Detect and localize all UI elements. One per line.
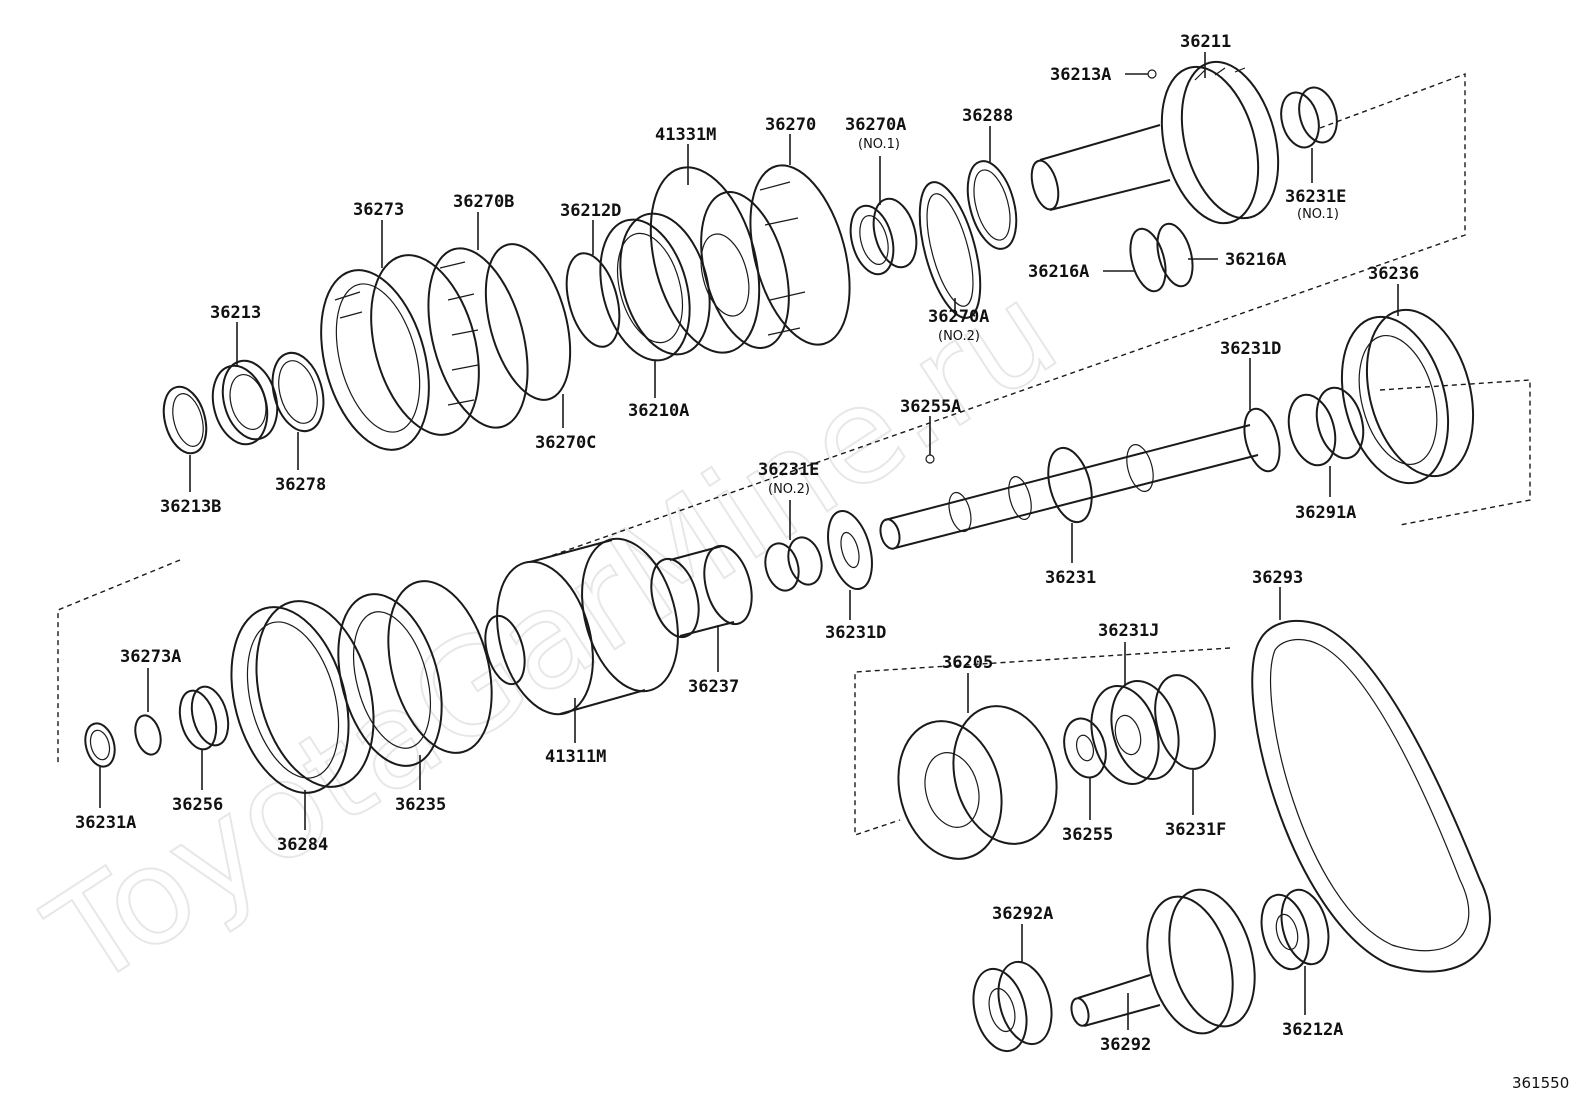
part-36270-planetary-carrier bbox=[700, 164, 851, 349]
group-outline-right bbox=[1379, 379, 1531, 526]
label-36216A-left: 36216A bbox=[1028, 262, 1089, 282]
label-36213: 36213 bbox=[210, 303, 261, 323]
part-36231-output-shaft bbox=[879, 424, 1259, 550]
label-36213A: 36213A bbox=[1050, 65, 1111, 85]
part-36212A-bearing bbox=[1260, 888, 1330, 971]
group-outline-middle bbox=[57, 559, 181, 765]
label-36270A-no2: 36270A bbox=[928, 307, 989, 327]
label-36293: 36293 bbox=[1252, 568, 1303, 588]
part-36291A-bearing bbox=[1287, 386, 1365, 467]
part-36278-washer bbox=[271, 351, 325, 433]
label-41331M: 41331M bbox=[655, 125, 716, 145]
label-36236: 36236 bbox=[1368, 264, 1419, 284]
label-36216A-right: 36216A bbox=[1225, 250, 1286, 270]
label-36292: 36292 bbox=[1100, 1035, 1151, 1055]
label-36255A: 36255A bbox=[900, 397, 961, 417]
part-36231D-washer-lower bbox=[827, 510, 873, 590]
part-36205-gear bbox=[897, 705, 1058, 860]
label-36231E-no1-sub: (NO.1) bbox=[1297, 207, 1339, 222]
label-36212A: 36212A bbox=[1282, 1020, 1343, 1040]
label-36231E-no1: 36231E bbox=[1285, 187, 1346, 207]
label-36273A: 36273A bbox=[120, 647, 181, 667]
label-36291A: 36291A bbox=[1295, 503, 1356, 523]
part-41311M-carrier-drum bbox=[484, 537, 679, 716]
label-36270: 36270 bbox=[765, 115, 816, 135]
label-36284: 36284 bbox=[277, 835, 328, 855]
label-36231E-no2-sub: (NO.2) bbox=[768, 482, 810, 497]
label-36256: 36256 bbox=[172, 795, 223, 815]
part-36293-drive-chain bbox=[1251, 620, 1491, 973]
part-36213-bearing bbox=[211, 359, 279, 446]
group-outline-lower bbox=[854, 647, 1231, 836]
label-36270A-no1-sub: (NO.1) bbox=[858, 137, 900, 152]
part-36231D-washer-upper bbox=[1243, 407, 1281, 473]
label-36292A: 36292A bbox=[992, 904, 1053, 924]
part-36211-gear-shaft bbox=[1030, 60, 1280, 225]
leader-lines bbox=[99, 52, 1399, 1030]
label-36231F: 36231F bbox=[1165, 820, 1226, 840]
part-36288-washer bbox=[966, 160, 1018, 250]
label-36237: 36237 bbox=[688, 677, 739, 697]
label-41311M: 41311M bbox=[545, 747, 606, 767]
watermark-text: ToyotaGarMine.ru bbox=[23, 254, 1083, 1017]
label-36205: 36205 bbox=[942, 653, 993, 673]
label-36270A-no2-sub: (NO.2) bbox=[938, 329, 980, 344]
label-36270B: 36270B bbox=[453, 192, 514, 212]
label-36270C: 36270C bbox=[535, 433, 596, 453]
part-36270B-snap-ring bbox=[427, 247, 529, 429]
label-36231A: 36231A bbox=[75, 813, 136, 833]
label-36231D-bottom: 36231D bbox=[825, 623, 886, 643]
part-36273A-snap-ring bbox=[134, 714, 162, 756]
part-36237-sun-gear bbox=[650, 544, 753, 639]
part-36231E-no2-bearing bbox=[764, 536, 823, 592]
label-36273: 36273 bbox=[353, 200, 404, 220]
part-36256-bearing bbox=[178, 685, 230, 751]
part-36284-drum bbox=[230, 600, 375, 794]
label-36231D-top: 36231D bbox=[1220, 339, 1281, 359]
part-36231A-washer bbox=[84, 722, 116, 768]
part-36231E-no1-bearing bbox=[1280, 86, 1338, 149]
part-36231F-snap-ring bbox=[1154, 674, 1216, 770]
label-36278: 36278 bbox=[275, 475, 326, 495]
part-36292A-bearing bbox=[972, 960, 1053, 1053]
diagram-reference-number: 361550 bbox=[1512, 1074, 1569, 1092]
label-36231E-no2: 36231E bbox=[758, 460, 819, 480]
part-36231J-bearing bbox=[1090, 679, 1180, 786]
label-36270A-no1: 36270A bbox=[845, 115, 906, 135]
part-36255-washer bbox=[1063, 717, 1107, 779]
part-36292-driven-gear-shaft bbox=[1070, 888, 1256, 1035]
label-36212D: 36212D bbox=[560, 201, 621, 221]
group-outline-upper bbox=[544, 72, 1466, 559]
label-36211: 36211 bbox=[1180, 32, 1231, 52]
part-36270A-no2-washer bbox=[918, 181, 982, 319]
label-36213B: 36213B bbox=[160, 497, 221, 517]
label-36231: 36231 bbox=[1045, 568, 1096, 588]
part-36235-ring-gear bbox=[337, 580, 493, 767]
part-labels: 36211 36213A 36231E (NO.1) 36270 36270A … bbox=[75, 32, 1419, 1055]
part-36273-ring-gear bbox=[320, 254, 480, 451]
label-36210A: 36210A bbox=[628, 401, 689, 421]
label-36288: 36288 bbox=[962, 106, 1013, 126]
part-36270C-snap-ring bbox=[484, 243, 572, 401]
label-36231J: 36231J bbox=[1098, 621, 1159, 641]
label-36255: 36255 bbox=[1062, 825, 1113, 845]
part-36213B-snap-ring bbox=[162, 385, 208, 455]
part-36212D-snap-ring bbox=[565, 252, 621, 348]
part-36216A-snap-rings bbox=[1129, 222, 1194, 293]
label-36235: 36235 bbox=[395, 795, 446, 815]
part-36270A-no1-bearing bbox=[849, 197, 918, 276]
